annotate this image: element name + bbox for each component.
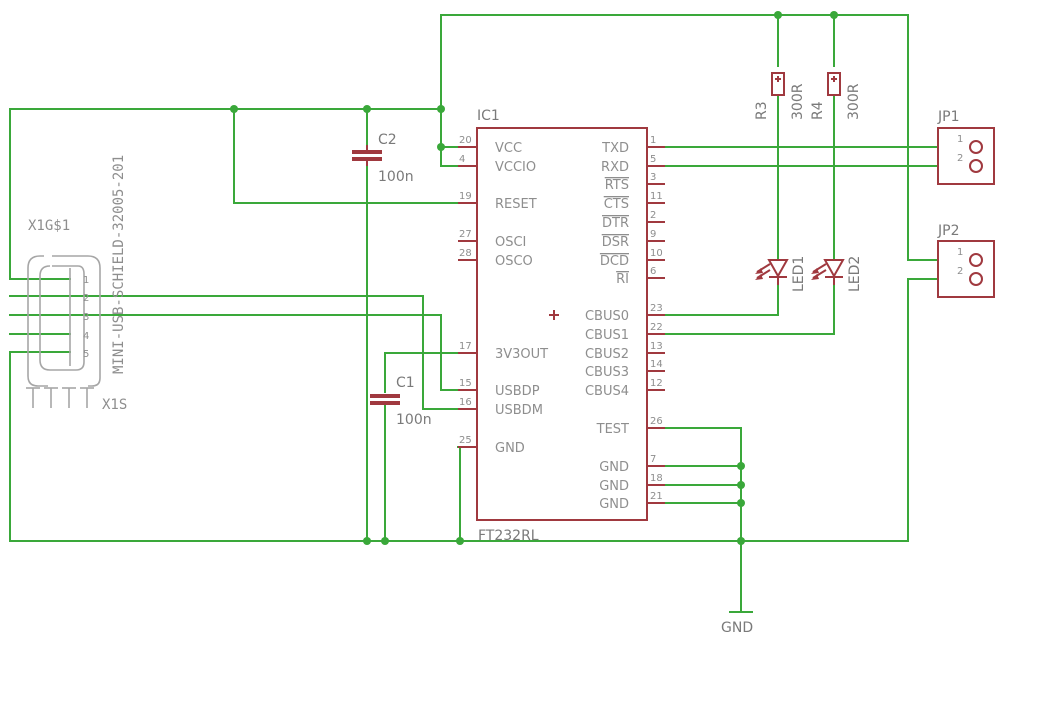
capacitor-c1: C1 100n: [370, 375, 432, 428]
ic1-pin-number: 21: [650, 491, 663, 502]
usb-pin-5: 5: [83, 349, 89, 360]
header-jp2: 1 2 JP2: [937, 223, 995, 298]
ic1-pin-number: 15: [459, 378, 472, 389]
ic1-chip: 20VCC4VCCIO19RESET27OSCI28OSCO173V3OUT15…: [458, 108, 665, 544]
ic1-pin-number: 16: [459, 397, 472, 408]
ic1-pin-number: 10: [650, 248, 663, 259]
light-arrows-icon: [811, 263, 827, 280]
r4-value: 300R: [846, 83, 862, 120]
ic1-pin-label: CBUS2: [585, 347, 629, 362]
ic1-pin-number: 6: [650, 266, 656, 277]
usb-name: X1G$1: [28, 218, 70, 234]
ic1-pin-number: 4: [459, 154, 465, 165]
jp1-pin1: 1: [957, 134, 963, 145]
ic1-pin-label: CBUS4: [585, 384, 629, 399]
c1-name: C1: [396, 375, 415, 391]
ic1-pin-number: 11: [650, 191, 663, 202]
jp2-pin1: 1: [957, 247, 963, 258]
r4-name: R4: [810, 101, 826, 120]
ic1-pin-number: 19: [459, 191, 472, 202]
header-jp1: 1 2 JP1: [937, 109, 995, 185]
ic1-pin-label: RI: [616, 272, 629, 287]
usb-shield-pins: [26, 387, 94, 408]
resistor-r3: R3 300R: [754, 72, 806, 120]
c2-value: 100n: [378, 169, 414, 185]
ic1-pin-label: TEST: [596, 422, 629, 437]
ic1-pins: 20VCC4VCCIO19RESET27OSCI28OSCO173V3OUT15…: [458, 135, 665, 512]
ic1-pin-number: 25: [459, 435, 472, 446]
ic1-pin-number: 20: [459, 135, 472, 146]
ic1-pin-label: VCCIO: [495, 160, 536, 175]
ic1-pin-label: VCC: [495, 141, 522, 156]
usb-connector-x1: 1 2 3 4 5 X1G$1 X1S MINI-USB-SCHIELD-320…: [26, 155, 127, 413]
ic1-value: FT232RL: [478, 528, 539, 544]
ic1-pin-label: GND: [495, 441, 525, 456]
led1-name: LED1: [791, 256, 807, 292]
ic1-pin-number: 5: [650, 154, 656, 165]
resistor-r4: R4 300R: [810, 72, 862, 120]
ic1-pin-number: 17: [459, 341, 472, 352]
r3-name: R3: [754, 101, 770, 120]
led-led1: LED1: [755, 256, 807, 292]
ic1-pin-label: GND: [599, 460, 629, 475]
capacitor-c2: C2 100n: [352, 132, 414, 185]
jp1-pin2: 2: [957, 153, 963, 164]
origin-cross-icon: [549, 310, 559, 320]
ic1-pin-number: 7: [650, 454, 656, 465]
jp1-name: JP1: [937, 109, 959, 125]
usb-shield-name: X1S: [102, 397, 127, 413]
ic1-pin-number: 26: [650, 416, 663, 427]
ic1-pin-number: 13: [650, 341, 663, 352]
ic1-pin-label: CBUS3: [585, 365, 629, 380]
ic1-pin-label: RXD: [601, 160, 629, 175]
jp2-name: JP2: [937, 223, 959, 239]
ic1-pin-number: 9: [650, 229, 656, 240]
led2-name: LED2: [847, 256, 863, 292]
ic1-pin-number: 12: [650, 378, 663, 389]
gnd-label: GND: [721, 620, 753, 636]
ground-symbol: GND: [721, 620, 753, 636]
ic1-pin-label: DCD: [600, 254, 629, 269]
usb-pin-2: 2: [83, 293, 89, 304]
ic1-pin-label: CBUS0: [585, 309, 629, 324]
c1-value: 100n: [396, 412, 432, 428]
ic1-pin-label: GND: [599, 479, 629, 494]
usb-pin-3: 3: [83, 312, 89, 323]
usb-pin-1: 1: [83, 275, 89, 286]
ic1-pin-number: 28: [459, 248, 472, 259]
led-led2: LED2: [811, 256, 863, 292]
ic1-pin-label: CTS: [604, 197, 629, 212]
ic1-pin-label: RTS: [605, 178, 629, 193]
ic1-pin-number: 2: [650, 210, 656, 221]
ic1-pin-label: RESET: [495, 197, 537, 212]
ic1-pin-number: 27: [459, 229, 472, 240]
ic1-pin-label: DTR: [602, 216, 629, 231]
ic1-pin-label: DSR: [602, 235, 629, 250]
ic1-pin-label: TXD: [601, 141, 629, 156]
ic1-pin-label: OSCI: [495, 235, 526, 250]
ic1-pin-number: 1: [650, 135, 656, 146]
r3-value: 300R: [790, 83, 806, 120]
c2-name: C2: [378, 132, 397, 148]
ic1-pin-label: USBDP: [495, 384, 540, 399]
ic1-pin-label: GND: [599, 497, 629, 512]
ic1-pin-label: CBUS1: [585, 328, 629, 343]
usb-pin-4: 4: [83, 331, 89, 342]
ic1-name: IC1: [477, 108, 500, 124]
ic1-pin-label: USBDM: [495, 403, 543, 418]
ic1-pin-number: 18: [650, 473, 663, 484]
usb-value: MINI-USB-SCHIELD-32005-201: [111, 155, 127, 374]
ic1-pin-number: 14: [650, 359, 663, 370]
ic1-pin-label: 3V3OUT: [495, 347, 548, 362]
jp2-pin2: 2: [957, 266, 963, 277]
ic1-pin-number: 23: [650, 303, 663, 314]
junctions: [230, 11, 838, 545]
ic1-pin-number: 22: [650, 322, 663, 333]
ic1-pin-label: OSCO: [495, 254, 533, 269]
ic1-pin-number: 3: [650, 172, 656, 183]
light-arrows-icon: [755, 263, 771, 280]
